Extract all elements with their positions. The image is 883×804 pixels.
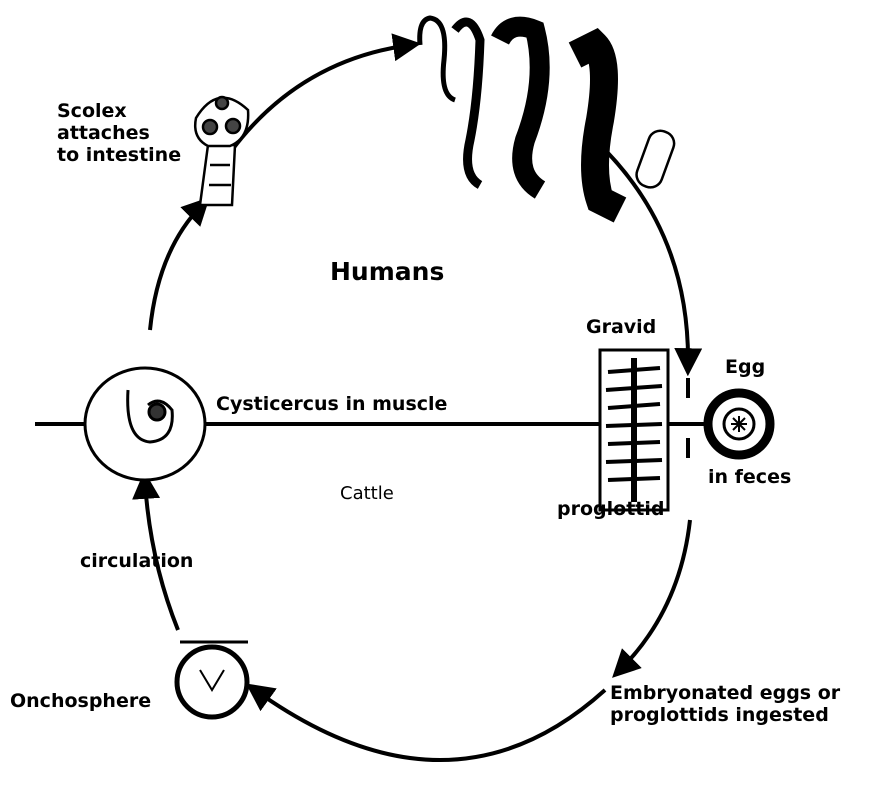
circulation-label: circulation [80,550,193,572]
proglottid-label: proglottid [557,498,664,520]
ingested-label-line2: proglottids ingested [610,704,840,726]
cysticercus-label: Cysticercus in muscle [216,393,447,415]
scolex-label-line1: Scolex [57,100,181,122]
onchosphere-label: Onchosphere [10,690,151,712]
egg-label: Egg [725,356,765,378]
cysticercus-drawing [85,368,205,480]
scolex-label-line3: to intestine [57,144,181,166]
arc-ingested-to-onchosphere [255,690,605,760]
scolex-drawing [195,97,248,205]
gravid-label: Gravid [586,316,656,338]
ingested-label-line1: Embryonated eggs or [610,682,840,704]
diagram-title: Humans [330,258,444,286]
onchosphere-drawing [177,642,248,717]
scolex-label: Scolex attaches to intestine [57,100,181,166]
adult-tapeworm-drawing [420,18,678,210]
egg-drawing [708,393,770,455]
ingested-label: Embryonated eggs or proglottids ingested [610,682,840,726]
arc-scolex-to-adult [232,45,410,150]
gravid-proglottid-drawing [600,350,668,510]
arc-egg-to-ingested [620,520,690,670]
scolex-label-line2: attaches [57,122,181,144]
cattle-label: Cattle [340,483,394,505]
in-feces-label: in feces [708,466,791,488]
arc-cysticercus-to-scolex [150,205,202,330]
